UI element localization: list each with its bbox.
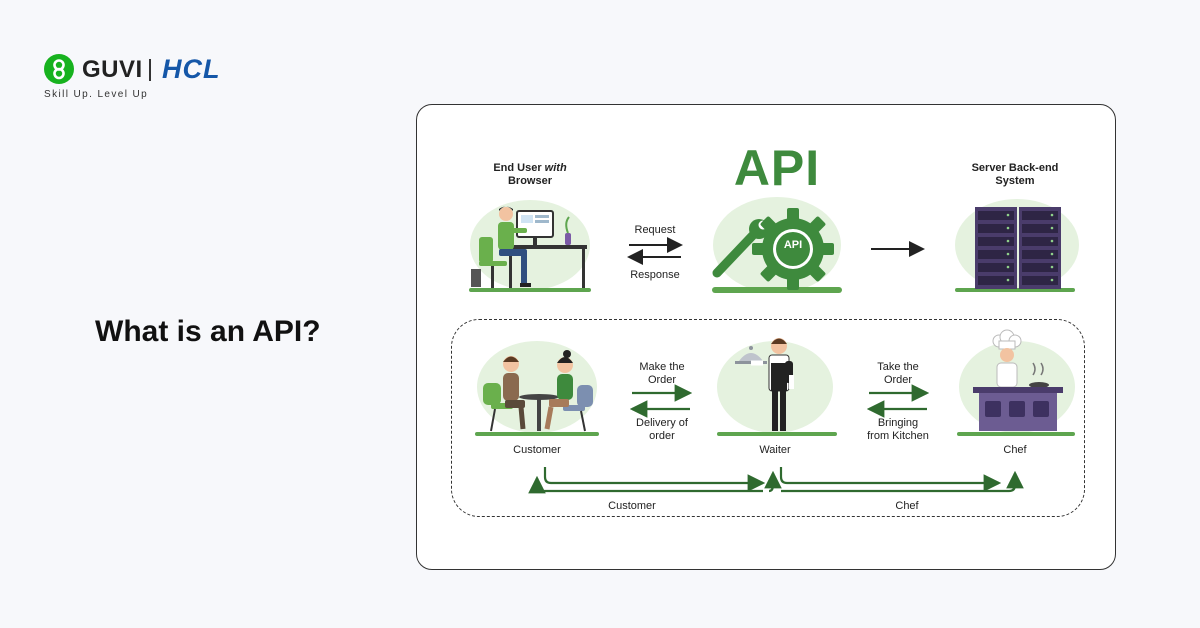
bringing-line2: from Kitchen: [867, 430, 929, 442]
delivery-line2: order: [649, 430, 675, 442]
customer-ground: [475, 432, 599, 436]
server-icon: [975, 207, 1061, 289]
bringing-label: Bringing from Kitchen: [853, 417, 943, 443]
delivery-label: Delivery of order: [622, 417, 702, 443]
guvi-logo-icon: [44, 54, 74, 84]
api-diagram-card: API API End User with Browser Server Bac…: [416, 104, 1116, 570]
gear-api-label: API: [783, 239, 803, 251]
bottom-flow-arrows: [528, 467, 1024, 494]
page-title: What is an API?: [95, 315, 321, 348]
chair-icon: [479, 237, 493, 263]
server-label-line2: System: [995, 175, 1035, 187]
api-gear-illustration: [712, 197, 842, 293]
gear-icon: [752, 208, 834, 290]
customer-label: Customer: [513, 444, 561, 456]
waiter-to-chef-arrow: [779, 467, 1002, 492]
end-user-ground: [469, 288, 591, 292]
chef-person-icon: [1000, 348, 1014, 362]
monitor-icon: [516, 210, 554, 238]
end-user-label: End User with Browser: [475, 162, 585, 188]
take-order-label: Take the Order: [858, 361, 938, 387]
chef-ground: [957, 432, 1075, 436]
end-user-label-italic: with: [544, 162, 567, 174]
end-user-label-text: End User: [493, 162, 545, 174]
brand-tagline: Skill Up. Level Up: [44, 89, 149, 100]
hcl-wordmark: HCL: [162, 54, 221, 84]
waiter-illustration: [717, 338, 837, 436]
api-title: API: [733, 140, 821, 196]
server-rack-illustration: [955, 199, 1079, 292]
bottom-customer-label: Customer: [608, 500, 656, 512]
chef-illustration: [957, 329, 1075, 436]
make-order-label: Make the Order: [622, 361, 702, 387]
kitchen-counter-icon: [973, 387, 1063, 393]
waiter-return-arrow-left: [764, 470, 782, 493]
guvi-wordmark: GUVI: [82, 56, 143, 83]
brand-header: GUVI HCL Skill Up. Level Up: [44, 52, 304, 102]
brand-divider: [149, 59, 151, 81]
server-label-line1: Server Back-end: [971, 162, 1059, 174]
make-order-line1: Make the: [639, 361, 685, 373]
chef-label: Chef: [1003, 444, 1027, 456]
request-label: Request: [634, 224, 676, 236]
waiter-label: Waiter: [759, 444, 791, 456]
chef-return-arrow: [781, 470, 1024, 493]
delivery-line1: Delivery of: [636, 417, 688, 429]
waiter-ground: [717, 432, 837, 436]
customer-illustration: [475, 341, 599, 436]
restaurant-analogy-frame: [451, 319, 1085, 517]
bringing-line1: Bringing: [877, 417, 919, 429]
end-user-label-text-2: Browser: [507, 175, 553, 187]
diagram-illustrations: [469, 197, 1079, 494]
bottom-chef-label: Chef: [895, 500, 919, 512]
take-order-line2: Order: [883, 374, 913, 386]
make-order-line2: Order: [647, 374, 677, 386]
cloche-icon: [739, 353, 763, 361]
response-label: Response: [630, 269, 680, 281]
end-user-person-icon: [499, 207, 513, 221]
server-label: Server Back-end System: [955, 162, 1075, 188]
end-user-illustration: [469, 200, 591, 292]
chef-hat-icon: [992, 329, 1022, 350]
take-order-line1: Take the: [877, 361, 919, 373]
api-ground: [712, 287, 842, 293]
